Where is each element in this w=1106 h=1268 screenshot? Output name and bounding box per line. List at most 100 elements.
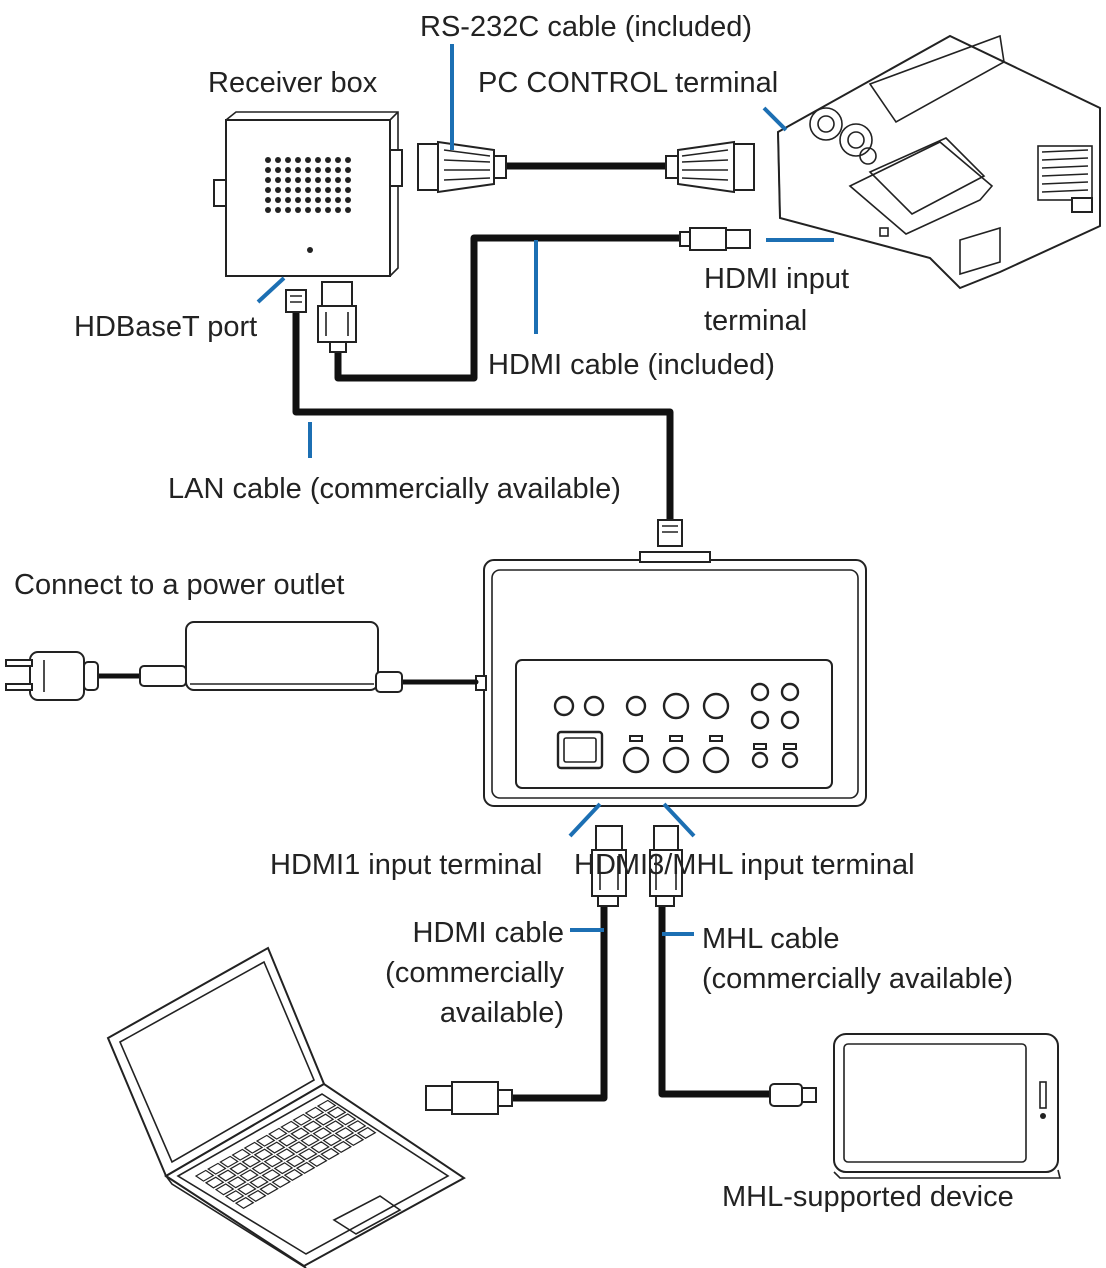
vent-hole xyxy=(295,177,301,183)
keyboard-key xyxy=(261,1169,282,1182)
vent-hole xyxy=(265,207,271,213)
keyboard-key xyxy=(304,1106,325,1119)
mhl-supported-device xyxy=(833,1033,1062,1179)
keyboard-key xyxy=(314,1113,335,1126)
keyboard-key xyxy=(275,1148,296,1161)
keyboard-key xyxy=(316,1099,337,1112)
keyboard-key xyxy=(237,1183,257,1196)
label-lan-cable: LAN cable (commercially available) xyxy=(168,473,621,505)
vent-hole xyxy=(325,167,331,173)
keyboard-key xyxy=(302,1120,323,1133)
lan-cable xyxy=(285,289,683,547)
label-mhl-cable-1: MHL cable xyxy=(702,923,840,955)
vent-hole xyxy=(345,207,351,213)
keyboard-key xyxy=(231,1148,252,1161)
keyboard-key xyxy=(253,1148,274,1161)
keyboard-key xyxy=(320,1147,340,1161)
vent-hole xyxy=(335,187,341,193)
vent-hole xyxy=(275,157,281,163)
vent-hole xyxy=(265,197,271,203)
vent-hole xyxy=(275,197,281,203)
vent-hole xyxy=(315,167,321,173)
label-mhl-cable-2: (commercially available) xyxy=(702,963,1013,995)
rs232c-cable xyxy=(417,140,755,194)
vent-hole xyxy=(335,157,341,163)
vent-hole xyxy=(345,177,351,183)
keyboard-key xyxy=(249,1176,269,1189)
keyboard-key xyxy=(259,1182,279,1196)
labels: RS-232C cable (included) Receiver box PC… xyxy=(14,11,1014,1213)
keyboard-key xyxy=(312,1127,333,1140)
label-hdmi-cable-commercial-1: HDMI cable xyxy=(413,917,565,949)
keyboard-key xyxy=(273,1162,294,1175)
keyboard-key xyxy=(322,1134,343,1147)
vent-hole xyxy=(345,187,351,193)
label-hdmi3-mhl-input-terminal: HDMI3/MHL input terminal xyxy=(574,849,915,881)
power-adapter xyxy=(5,621,479,701)
mhl-cable xyxy=(649,825,817,1107)
leader-lines xyxy=(256,44,834,936)
keyboard-key xyxy=(219,1155,239,1168)
vent-hole xyxy=(275,177,281,183)
keyboard-key xyxy=(207,1162,227,1175)
vent-hole xyxy=(315,197,321,203)
label-mhl-device: MHL-supported device xyxy=(722,1181,1014,1213)
keyboard-key xyxy=(263,1155,284,1168)
keyboard-key xyxy=(300,1134,320,1147)
vent-hole xyxy=(325,197,331,203)
keyboard-key xyxy=(224,1190,245,1203)
vent-hole xyxy=(315,157,321,163)
label-hdmi1-input-terminal: HDMI1 input terminal xyxy=(270,849,542,881)
vent-hole xyxy=(295,167,301,173)
vent-hole xyxy=(265,177,271,183)
keyboard-key xyxy=(239,1169,259,1182)
vent-hole xyxy=(265,157,271,163)
vent-hole xyxy=(275,207,281,213)
label-hdmi-input-terminal-1: HDMI input xyxy=(704,263,849,295)
label-hdmi-cable-commercial-3: available) xyxy=(440,997,564,1029)
keyboard-key xyxy=(346,1120,367,1133)
keyboard-key xyxy=(308,1154,328,1168)
keyboard-key xyxy=(324,1120,345,1133)
vent-hole xyxy=(335,177,341,183)
label-rs232c-cable: RS-232C cable (included) xyxy=(420,11,752,43)
keyboard-key xyxy=(204,1176,225,1189)
hdmi-cable-commercial xyxy=(425,825,627,1115)
keyboard-key xyxy=(194,1169,215,1182)
keyboard-key xyxy=(326,1106,347,1119)
hdmi-cable-included xyxy=(317,227,751,382)
vent-hole xyxy=(305,197,311,203)
label-hdmi-input-terminal-2: terminal xyxy=(704,305,807,337)
vent-hole xyxy=(325,177,331,183)
vent-hole xyxy=(305,167,311,173)
label-receiver-box: Receiver box xyxy=(208,67,378,99)
keyboard-key xyxy=(280,1120,300,1133)
laptop-keyboard xyxy=(194,1099,377,1210)
keyboard-key xyxy=(298,1148,318,1161)
vent-hole xyxy=(325,187,331,193)
keyboard-key xyxy=(290,1127,310,1140)
vent-hole xyxy=(285,177,291,183)
vent-hole xyxy=(285,197,291,203)
receiver-box xyxy=(213,111,403,277)
keyboard-key xyxy=(217,1169,237,1182)
vent-hole xyxy=(335,197,341,203)
vent-hole xyxy=(305,207,311,213)
vent-hole xyxy=(285,167,291,173)
keyboard-key xyxy=(310,1141,330,1154)
vent-hole xyxy=(295,197,301,203)
vent-hole xyxy=(305,187,311,193)
vent-hole xyxy=(345,157,351,163)
keyboard-key xyxy=(229,1162,249,1175)
label-hdmi-cable-included: HDMI cable (included) xyxy=(488,349,775,381)
keyboard-key xyxy=(227,1176,247,1189)
keyboard-key xyxy=(332,1140,353,1154)
vent-hole xyxy=(325,207,331,213)
keyboard-key xyxy=(295,1161,316,1175)
keyboard-key xyxy=(336,1113,357,1126)
vent-hole xyxy=(305,177,311,183)
keyboard-key xyxy=(278,1134,298,1147)
vent-hole xyxy=(295,157,301,163)
keyboard-key xyxy=(344,1133,365,1147)
